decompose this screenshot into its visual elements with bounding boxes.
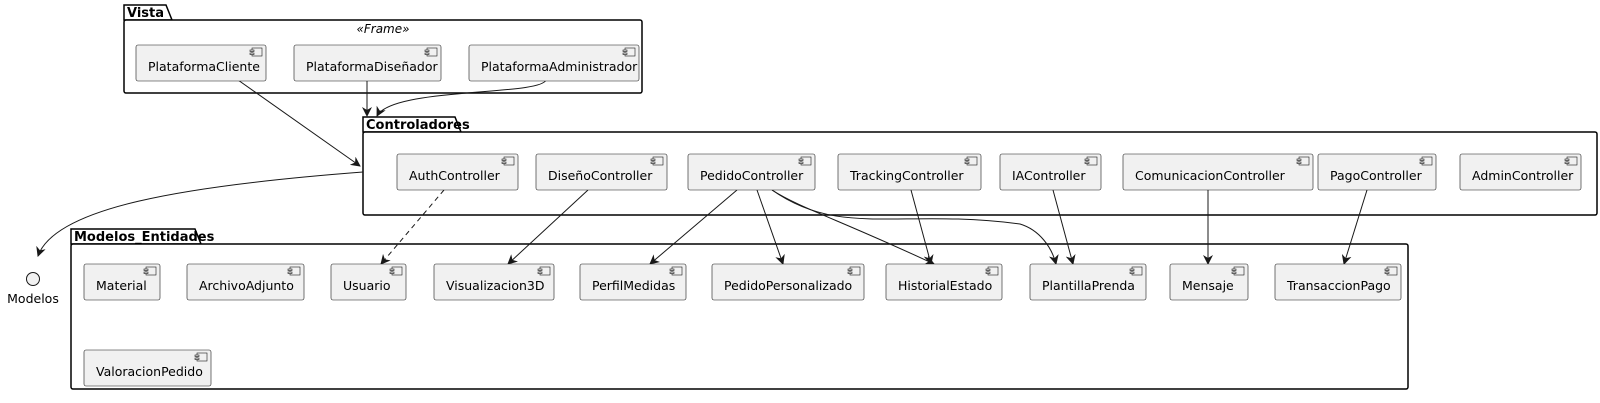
component-label: PagoController: [1330, 168, 1423, 183]
component-label: Material: [96, 278, 147, 293]
component-label: Visualizacion3D: [446, 278, 545, 293]
component-icon: [650, 156, 664, 166]
edge-cliente-controladores: [237, 79, 361, 167]
edge-tracking-historial: [910, 189, 934, 265]
component-label: ComunicacionController: [1135, 168, 1286, 183]
component-auth-controller[interactable]: AuthController: [396, 153, 519, 191]
component-label: ValoracionPedido: [96, 364, 203, 379]
component-icon: [501, 156, 515, 166]
relations: [36, 79, 1368, 265]
component-label: ArchivoAdjunto: [199, 278, 294, 293]
component-label: TrackingController: [849, 168, 964, 183]
component-label: AdminController: [1472, 168, 1574, 183]
edge-administrador-controladores: [376, 79, 547, 117]
component-comunicacion-controller[interactable]: ComunicacionController: [1122, 153, 1314, 191]
component-usuario[interactable]: Usuario: [330, 263, 407, 301]
component-perfil-medidas[interactable]: PerfilMedidas: [579, 263, 687, 301]
component-plantilla-prenda[interactable]: PlantillaPrenda: [1029, 263, 1147, 301]
edge-auth-usuario: [380, 189, 445, 265]
component-diseno-controller[interactable]: DiseñoController: [535, 153, 668, 191]
component-icon: [1384, 266, 1398, 276]
component-label: PerfilMedidas: [592, 278, 675, 293]
component-icon: [389, 266, 403, 276]
edge-ia-plantilla: [1052, 189, 1076, 265]
component-admin-controller[interactable]: AdminController: [1459, 153, 1582, 191]
component-icon: [1084, 156, 1098, 166]
package-vista-stereotype: «Frame»: [356, 22, 409, 36]
component-label: HistorialEstado: [898, 278, 992, 293]
component-label: PedidoPersonalizado: [724, 278, 852, 293]
interface-circle: [26, 272, 40, 286]
component-icon: [669, 266, 683, 276]
edge-controladores-modelos: [36, 171, 364, 257]
component-icon: [1564, 156, 1578, 166]
component-icon: [847, 266, 861, 276]
component-pago-controller[interactable]: PagoController: [1317, 153, 1437, 191]
component-icon: [1296, 156, 1310, 166]
component-icon: [964, 156, 978, 166]
component-label: PlantillaPrenda: [1042, 278, 1135, 293]
component-icon: [622, 47, 636, 57]
component-valoracion-pedido[interactable]: ValoracionPedido: [83, 349, 212, 387]
component-archivo-adjunto[interactable]: ArchivoAdjunto: [186, 263, 305, 301]
component-label: PlataformaAdministrador: [481, 59, 638, 74]
interface-modelos: Modelos: [7, 272, 59, 306]
component-plataforma-administrador[interactable]: PlataformaAdministrador: [468, 44, 640, 82]
component-pedido-controller[interactable]: PedidoController: [687, 153, 816, 191]
component-label: Usuario: [343, 278, 391, 293]
component-icon: [194, 352, 208, 362]
component-visualizacion3d[interactable]: Visualizacion3D: [433, 263, 555, 301]
component-label: Mensaje: [1182, 278, 1234, 293]
component-plataforma-disenador[interactable]: PlataformaDiseñador: [293, 44, 442, 82]
component-label: TransaccionPago: [1286, 278, 1391, 293]
edge-pedido-perfilmedidas: [649, 189, 738, 265]
component-ia-controller[interactable]: IAController: [999, 153, 1102, 191]
component-mensaje[interactable]: Mensaje: [1169, 263, 1249, 301]
package-vista-title: Vista: [127, 6, 164, 21]
component-label: PlataformaDiseñador: [306, 59, 439, 74]
component-icon: [1419, 156, 1433, 166]
component-label: IAController: [1012, 168, 1086, 183]
component-label: PedidoController: [700, 168, 804, 183]
edge-pedido-plantilla: [771, 189, 1059, 265]
component-material[interactable]: Material: [83, 263, 161, 301]
component-transaccion-pago[interactable]: TransaccionPago: [1274, 263, 1402, 301]
component-icon: [287, 266, 301, 276]
edge-pedido-historial: [771, 189, 935, 265]
component-icon: [1231, 266, 1245, 276]
component-icon: [143, 266, 157, 276]
component-icon: [798, 156, 812, 166]
component-icon: [424, 47, 438, 57]
package-modelos-title: Modelos_Entidades: [74, 230, 215, 245]
component-plataforma-cliente[interactable]: PlataformaCliente: [135, 44, 267, 82]
component-pedido-personalizado[interactable]: PedidoPersonalizado: [711, 263, 865, 301]
component-icon: [249, 47, 263, 57]
component-tracking-controller[interactable]: TrackingController: [837, 153, 982, 191]
component-label: DiseñoController: [548, 168, 653, 183]
component-icon: [1129, 266, 1143, 276]
interface-modelos-label: Modelos: [7, 291, 59, 306]
package-modelos-entidades: Modelos_Entidades: [70, 228, 1409, 390]
edge-pago-transaccion: [1341, 189, 1368, 265]
component-historial-estado[interactable]: HistorialEstado: [885, 263, 1003, 301]
edge-pedido-pedidopersonalizado: [756, 189, 785, 265]
package-controladores-title: Controladores: [366, 118, 470, 133]
component-icon: [537, 266, 551, 276]
edge-diseno-visualizacion: [507, 189, 589, 265]
component-label: AuthController: [409, 168, 501, 183]
component-label: PlataformaCliente: [148, 59, 260, 74]
component-icon: [985, 266, 999, 276]
